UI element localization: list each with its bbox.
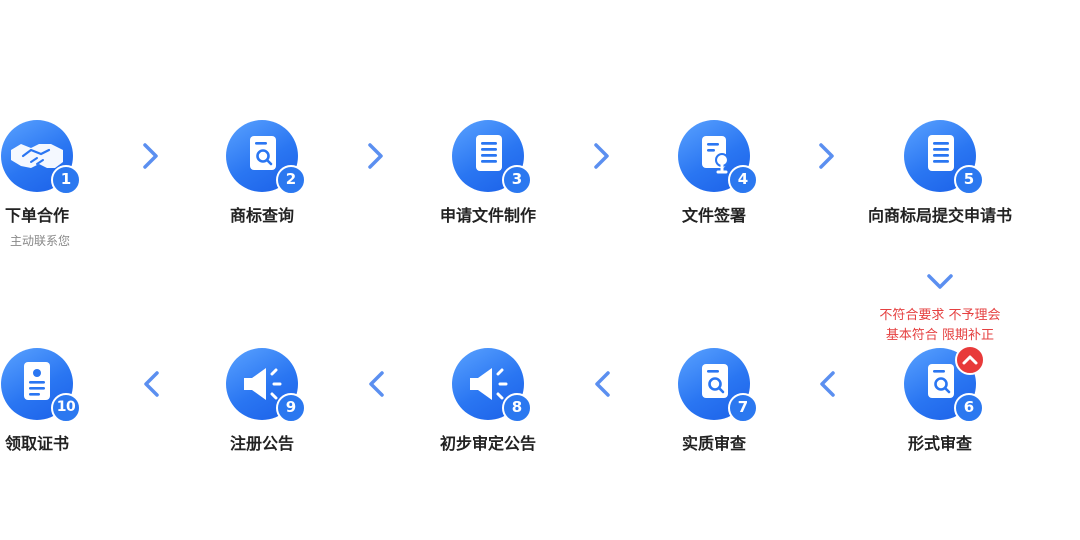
note-correct: 基本符合 限期补正 <box>885 328 995 343</box>
step-label: 文件签署 <box>681 206 746 225</box>
step-number-badge: 9 <box>276 393 306 423</box>
step-number-badge: 5 <box>954 165 984 195</box>
step-icon-wrap: 2 <box>226 120 306 195</box>
chevron-right-icon <box>368 143 383 169</box>
step-label: 下单合作 <box>4 206 69 225</box>
chevron-left-icon <box>144 371 159 397</box>
chevron-left-icon <box>369 371 384 397</box>
chevron-right-icon <box>819 143 834 169</box>
chevron-right-icon <box>143 143 158 169</box>
step-label: 实质审查 <box>681 434 746 453</box>
step-9: 9 注册公告 <box>182 348 342 458</box>
chevron-left-icon <box>595 371 610 397</box>
step-2: 2 商标查询 <box>182 120 342 230</box>
step-icon-wrap: 4 <box>678 120 758 195</box>
step-label: 申请文件制作 <box>439 206 536 225</box>
step-number-badge: 1 <box>51 165 81 195</box>
step-8: 8 初步审定公告 <box>408 348 568 458</box>
step-5: 5 向商标局提交申请书 <box>860 120 1020 230</box>
step-number-badge: 6 <box>954 393 984 423</box>
step-label: 初步审定公告 <box>439 434 536 453</box>
step-label: 领取证书 <box>4 434 69 453</box>
chevron-right-icon <box>594 143 609 169</box>
step-label: 商标查询 <box>229 206 294 225</box>
step-icon-wrap: 8 <box>452 348 532 423</box>
step-icon-wrap: 5 <box>904 120 984 195</box>
step-number-badge: 8 <box>502 393 532 423</box>
step-10: 10 领取证书 <box>0 348 117 458</box>
step-number-badge: 7 <box>728 393 758 423</box>
step-label: 向商标局提交申请书 <box>867 206 1012 225</box>
step-sublabel: 主动联系您 <box>9 234 70 248</box>
step-icon-wrap: 10 <box>1 348 81 423</box>
step-3: 3 申请文件制作 <box>408 120 568 230</box>
chevron-down-icon <box>927 274 953 289</box>
step-icon-wrap: 7 <box>678 348 758 423</box>
step-number-badge: 4 <box>728 165 758 195</box>
step-1: 1 下单合作 主动联系您 <box>0 120 117 260</box>
chevron-left-icon <box>820 371 835 397</box>
step-icon-wrap: 3 <box>452 120 532 195</box>
step-6: 6 形式审查 <box>860 348 1020 458</box>
step-number-badge: 2 <box>276 165 306 195</box>
step-label: 形式审查 <box>907 434 972 453</box>
step-number-badge: 3 <box>502 165 532 195</box>
step-icon-wrap: 9 <box>226 348 306 423</box>
note-reject: 不符合要求 不予理会 <box>879 308 1001 323</box>
step-icon-wrap: 1 <box>1 120 81 195</box>
step-number-badge: 10 <box>51 393 81 423</box>
chevron-up-alert-icon <box>955 345 985 375</box>
step-4: 4 文件签署 <box>634 120 794 230</box>
step-7: 7 实质审查 <box>634 348 794 458</box>
step-label: 注册公告 <box>229 434 294 453</box>
